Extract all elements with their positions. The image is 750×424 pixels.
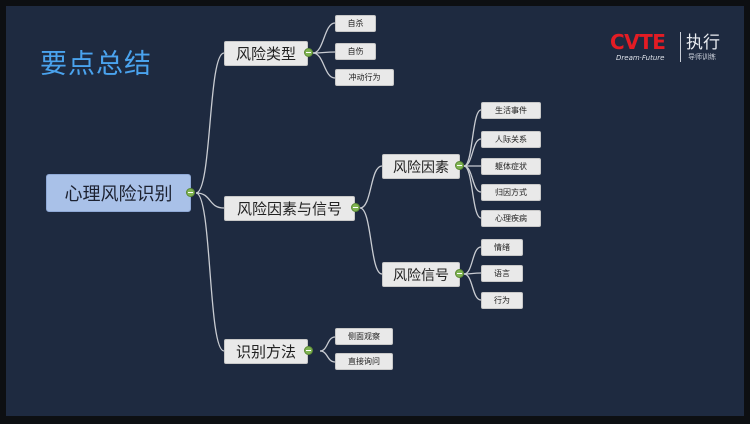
connector-leaf-1: [312, 22, 336, 54]
leaf-somatic-symptoms[interactable]: 躯体症状: [481, 158, 541, 175]
leaf-life-events[interactable]: 生活事件: [481, 102, 541, 119]
leaf-suicide[interactable]: 自杀: [335, 15, 376, 32]
leaf-side-observation[interactable]: 侧面观察: [335, 328, 393, 345]
logo-brand-sub: 导师训练: [688, 53, 716, 61]
connector-root-factors: [195, 192, 225, 209]
leaf-self-harm[interactable]: 自伤: [335, 43, 376, 60]
connector-root-risk-types: [195, 52, 225, 194]
mindmap-root-node[interactable]: 心理风险识别: [46, 174, 191, 212]
collapse-toggle-icon[interactable]: [304, 48, 313, 57]
connector-leaf-8: [463, 165, 482, 219]
collapse-toggle-icon[interactable]: [351, 203, 360, 212]
connector-leaf-4: [463, 109, 482, 167]
leaf-mental-illness[interactable]: 心理疾病: [481, 210, 541, 227]
logo-cvte-wordmark: CVTE: [610, 30, 666, 54]
leaf-impulsive-behavior[interactable]: 冲动行为: [335, 69, 394, 86]
leaf-attribution-style[interactable]: 归因方式: [481, 184, 541, 201]
leaf-interpersonal[interactable]: 人际关系: [481, 131, 541, 148]
branch-methods[interactable]: 识别方法: [224, 339, 308, 364]
collapse-toggle-icon[interactable]: [304, 346, 313, 355]
connector-factors-risk-signals: [359, 207, 383, 275]
connector-leaf-13: [319, 350, 336, 363]
connector-leaf-12: [319, 336, 336, 352]
leaf-emotion[interactable]: 情绪: [481, 239, 523, 256]
connector-factors-risk-factors: [359, 165, 383, 209]
connector-leaf-11: [463, 273, 482, 301]
leaf-direct-inquiry[interactable]: 直接询问: [335, 353, 393, 370]
slide-title: 要点总结: [40, 49, 152, 80]
logo-brand-cn: 执行: [686, 33, 720, 53]
connector-root-methods: [195, 192, 225, 352]
connector-leaf-3: [312, 52, 336, 79]
collapse-toggle-icon[interactable]: [455, 161, 464, 170]
connector-leaf-9: [463, 246, 482, 275]
branch-risk-factors[interactable]: 风险因素: [382, 154, 460, 179]
branch-factors-signals[interactable]: 风险因素与信号: [224, 196, 355, 221]
collapse-toggle-icon[interactable]: [455, 269, 464, 278]
slide: 要点总结 CVTE Dream·Future 执行 导师训练: [6, 6, 744, 416]
leaf-language[interactable]: 语言: [481, 265, 523, 282]
logo-tagline: Dream·Future: [616, 54, 665, 62]
connector-lines: [195, 22, 482, 363]
branch-risk-types[interactable]: 风险类型: [224, 41, 308, 66]
logo-divider: [680, 32, 681, 62]
leaf-behavior[interactable]: 行为: [481, 292, 523, 309]
connector-leaf-5: [463, 138, 482, 167]
collapse-toggle-icon[interactable]: [186, 188, 195, 197]
brand-logo: CVTE Dream·Future 执行 导师训练: [610, 28, 728, 68]
branch-risk-signals[interactable]: 风险信号: [382, 262, 460, 287]
